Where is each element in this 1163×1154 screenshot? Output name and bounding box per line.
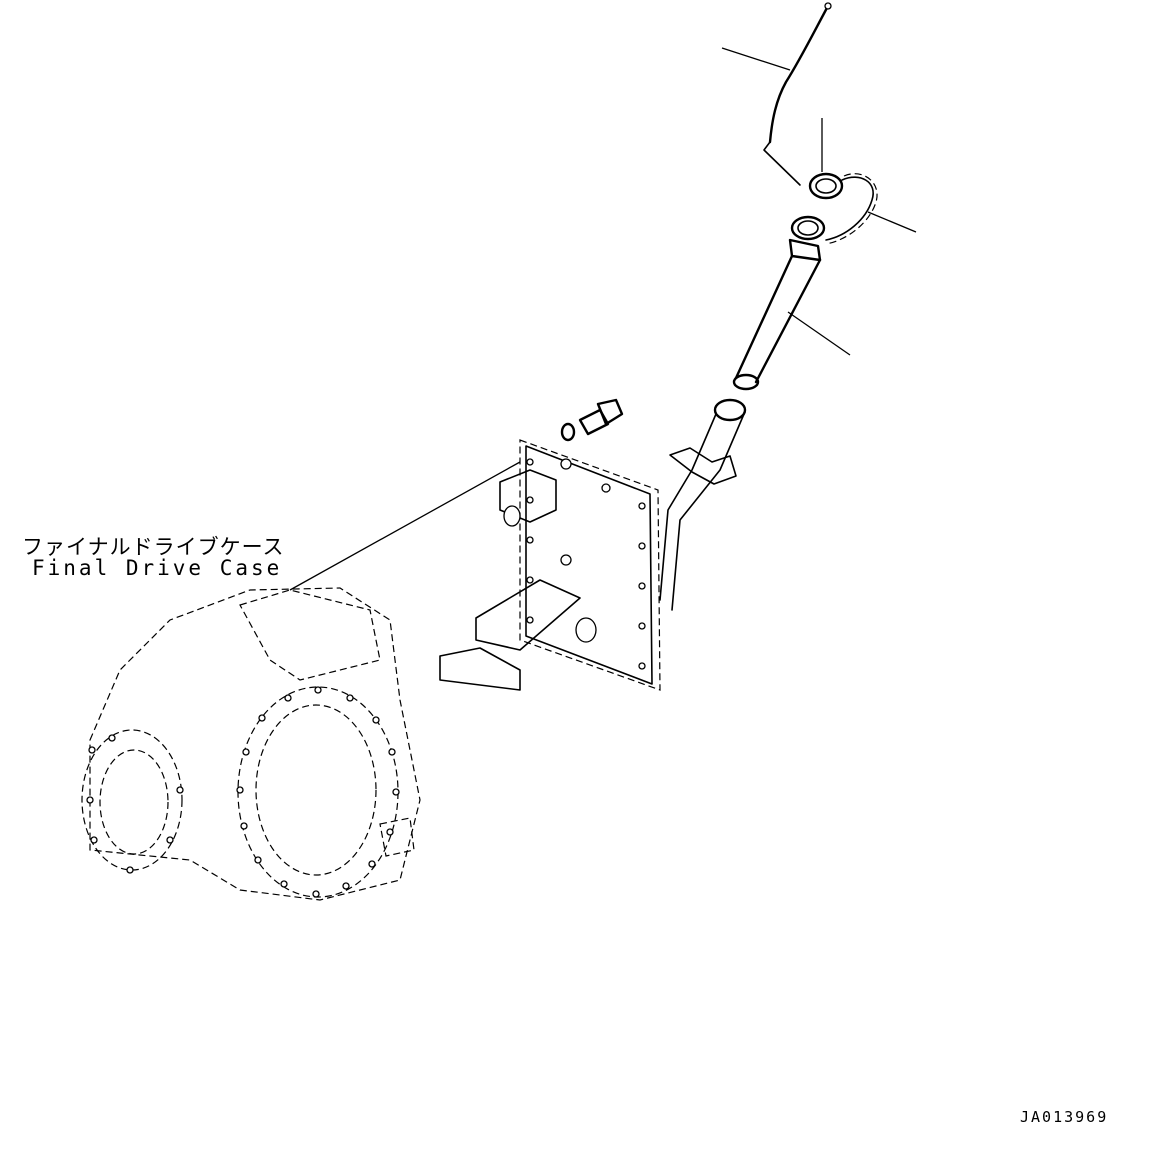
leader-lines [289,47,917,591]
retaining-chain [825,176,874,241]
filler-pipe [732,215,826,391]
case-flange-inner [255,704,377,876]
pipe-ring-inner [797,220,819,236]
leader-line-chain [867,211,917,233]
final-drive-case-label-en: Final Drive Case [32,556,283,580]
cover-plate-assembly [439,439,661,691]
hose-tip [824,2,832,10]
mounting-boss-hole [503,505,521,527]
hose-end [763,141,801,186]
strainer-screen [439,647,521,691]
case-side-bolt-holes [86,734,184,874]
hose-line [768,4,830,144]
drawing-number: JA013969 [1020,1108,1109,1126]
elbow-tube-body [659,413,745,611]
leader-line-final-drive-case [289,461,521,591]
final-drive-case [81,587,421,901]
tube-clamp [669,447,737,485]
drain-plug [575,617,597,643]
elbow-tube [659,398,747,611]
gasket-outline [519,439,661,691]
strainer-body [475,579,581,651]
case-side-bore-inner [99,749,169,855]
case-flange-bolt-holes [236,686,400,898]
cover-plate [525,445,653,685]
bolt-and-washer [560,398,624,442]
leader-line-hose [721,47,791,71]
bolt-shank [578,408,610,436]
washer [560,422,576,442]
leader-line-pipe [787,311,851,356]
filler-cap-assembly [808,172,878,245]
case-side-bore-outer [81,729,183,871]
breather-hose [763,2,832,186]
pipe-bottom [732,373,760,391]
pipe-body [734,254,822,384]
mounting-boss [499,469,557,523]
cover-plate-holes [526,458,646,670]
pipe-ring [790,215,826,241]
filler-cap [808,172,844,200]
filler-cap-inner [815,178,837,194]
final-drive-case-label-jp: ファイナルドライブケース [22,535,285,559]
case-boss [379,817,415,857]
retaining-chain-links [825,173,878,245]
pipe-nut [788,238,822,262]
case-top-housing [239,589,381,681]
case-outline [89,587,421,901]
bolt-head [596,398,624,426]
elbow-tube-opening [713,398,747,422]
